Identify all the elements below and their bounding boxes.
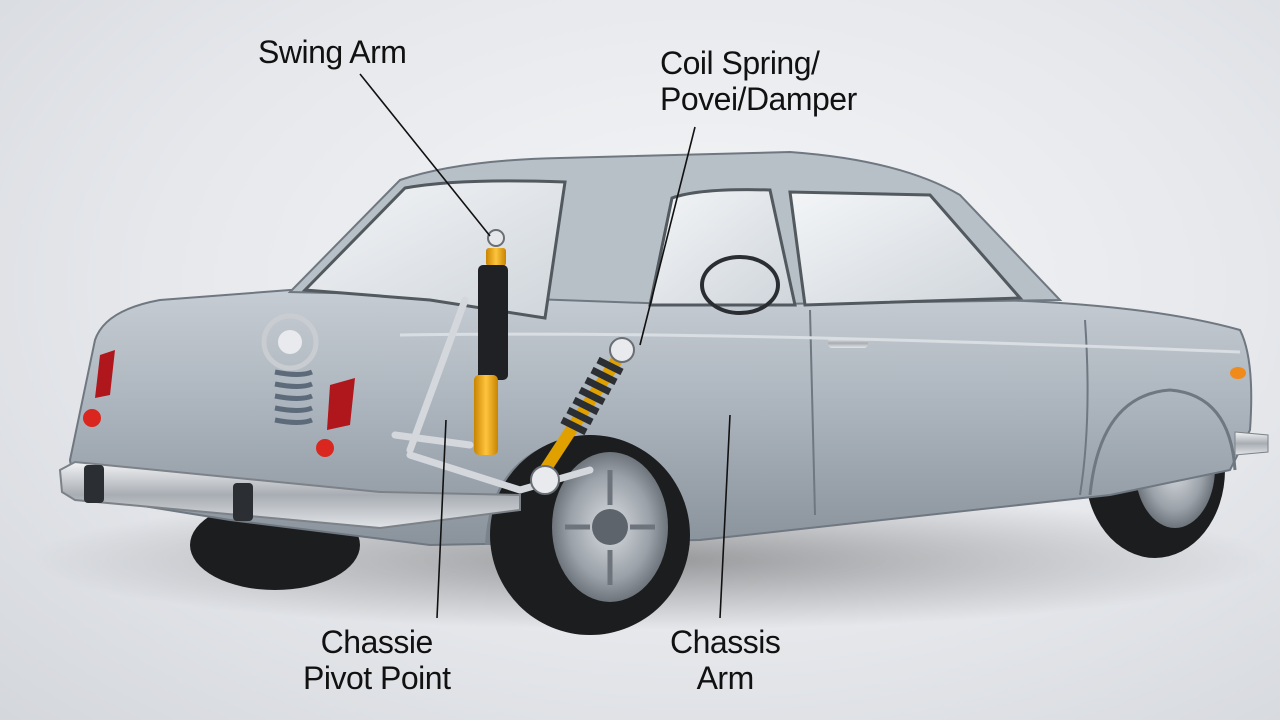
coil-spring-text-line1: Coil Spring/ [660,45,820,81]
chassis-pivot-point-label: Chassie Pivot Point [303,624,451,696]
trunk-coil-spring [261,313,319,425]
vertical-damper [474,229,508,455]
chassis-arm-text-line1: Chassis [670,624,781,660]
car-body [68,289,1253,547]
rear-bumper [58,460,521,530]
chassis-arm-label: Chassis Arm [670,624,781,696]
rear-side-window [648,188,797,307]
rear-right-wheel [490,435,690,635]
chassis-arm-text-line2: Arm [696,660,755,696]
leader-lines [359,73,731,619]
tail-light-right [327,378,355,430]
front-side-window [788,190,1024,307]
swing-arm-text: Swing Arm [258,34,407,70]
chassis-pivot-text-line1: Chassie [320,624,434,660]
coil-spring-text-line2: Povei/Damper [660,81,857,117]
chassis-pivot-text-line2: Pivot Point [303,660,451,696]
diagonal-coilover [530,337,635,495]
front-bumper [1234,431,1269,456]
swing-arm-label: Swing Arm [258,34,407,70]
tail-light-left [95,350,115,398]
coil-spring-damper-label: Coil Spring/ Povei/Damper [660,45,857,117]
